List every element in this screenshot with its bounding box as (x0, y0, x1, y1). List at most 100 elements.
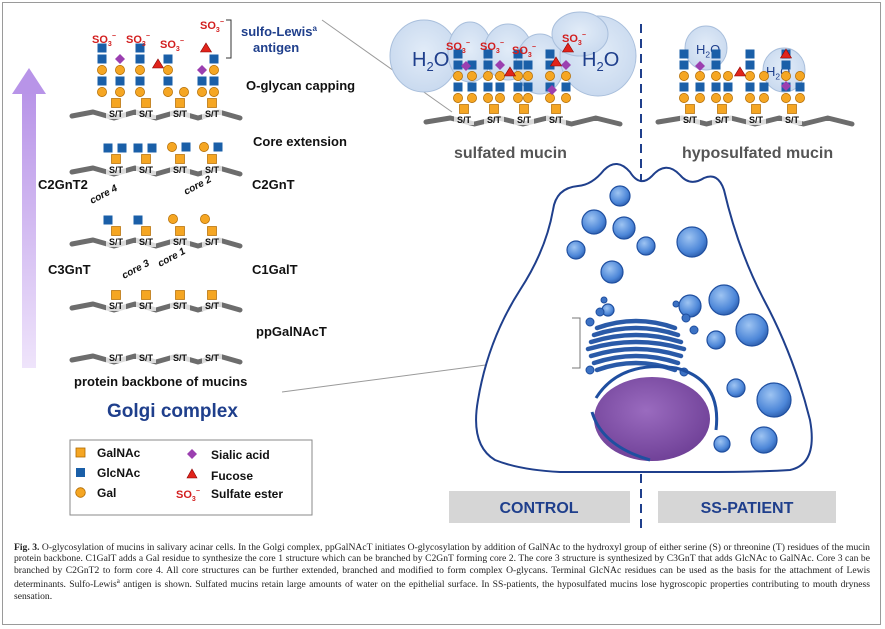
glcnac-residue (513, 49, 523, 59)
water-cloud (551, 11, 609, 57)
site-box (136, 353, 156, 363)
secretory-vesicle (600, 260, 624, 284)
legend: GalNAc GlcNAc Gal Sialic acid Fucose SO3… (69, 439, 313, 516)
site-box (136, 301, 156, 311)
fucose-residue (199, 42, 213, 53)
extension-label: Core extension (253, 134, 347, 149)
golgi-cisterna (591, 325, 681, 338)
glcnac-residue (513, 82, 523, 92)
gal-residue (795, 93, 805, 103)
glcnac-residue (147, 143, 157, 153)
secretory-vesicle (706, 330, 726, 350)
glcnac-residue (679, 82, 689, 92)
fucose-residue (151, 58, 165, 69)
glcnac-residue (561, 82, 571, 92)
glcnac-residue (545, 60, 555, 70)
site-box (106, 237, 126, 247)
glcnac-residue (795, 82, 805, 92)
gal-residue (723, 93, 733, 103)
site-box (202, 353, 222, 363)
galnac-residue (175, 98, 185, 108)
glycan-residues: SO3−SO3−SO3−SO3− (92, 19, 224, 300)
golgi-cisterna (588, 332, 684, 345)
site-label: S/T (109, 353, 124, 363)
glcnac-residue (745, 60, 755, 70)
gal-residue (483, 71, 493, 81)
glcnac-residue (495, 82, 505, 92)
galnac-residue (551, 104, 561, 114)
gal-residue (197, 87, 207, 97)
glcnac-residue (545, 49, 555, 59)
site-box (202, 165, 222, 175)
site-label: S/T (205, 301, 220, 311)
site-box (782, 115, 802, 125)
secretory-vesicle (678, 294, 702, 318)
glcnac-residue (163, 76, 173, 86)
site-box (202, 301, 222, 311)
secretory-vesicle (609, 185, 631, 207)
sialic-acid-residue (547, 85, 557, 95)
glcnac-residue (711, 60, 721, 70)
glcnac-residue (135, 54, 145, 64)
sulfo-lewis-bracket (226, 19, 232, 59)
backbone-label: protein backbone of mucins (74, 374, 247, 389)
glcnac-residue (723, 82, 733, 92)
site-box (136, 237, 156, 247)
galnac-residue (207, 98, 217, 108)
site-label: S/T (139, 165, 154, 175)
fucose-legend-icon (186, 468, 198, 479)
site-label: S/T (517, 115, 532, 125)
golgi-stack (585, 296, 699, 377)
secretory-vesicle (612, 216, 636, 240)
galnac-residue (141, 98, 151, 108)
galnac-residue (111, 226, 121, 236)
glcnac-residue (745, 49, 755, 59)
sulfate-ester-label: SO3− (160, 38, 184, 53)
hyposulfated-mucin-label: hyposulfated mucin (682, 145, 833, 162)
glcnac-residue (523, 82, 533, 92)
galnac-residue (459, 104, 469, 114)
gal-residue (711, 71, 721, 81)
site-label: S/T (109, 165, 124, 175)
water-clouds: H2OH2OH2OH2O (389, 11, 806, 97)
secretory-vesicle (756, 382, 792, 418)
gal-residue (115, 87, 125, 97)
glcnac-residue (679, 60, 689, 70)
sulfate-ester-label: SO3− (446, 40, 470, 55)
c1galt-label: C1GalT (252, 262, 298, 277)
glcnac-residue (695, 82, 705, 92)
glcnac-residue (453, 49, 463, 59)
sialic-acid-residue (695, 61, 705, 71)
galnac-residue (111, 154, 121, 164)
site-label: S/T (139, 301, 154, 311)
gal-residue (745, 71, 755, 81)
gal-residue (115, 65, 125, 75)
gal-residue (679, 71, 689, 81)
glcnac-residue (679, 49, 689, 59)
galnac-residue (175, 290, 185, 300)
sulfate-ester-label: SO3− (512, 44, 536, 59)
gal-residue (167, 142, 177, 152)
cell-outline (475, 163, 813, 473)
secretory-vesicle (566, 240, 586, 260)
site-box (170, 301, 190, 311)
patient-bar (658, 491, 836, 523)
glcnac-residue (135, 76, 145, 86)
glcnac-residue (133, 143, 143, 153)
glcnac-residue (181, 142, 191, 152)
site-box (170, 237, 190, 247)
secretory-vesicles (566, 185, 792, 454)
gal-residue (209, 87, 219, 97)
galnac-residue (111, 290, 121, 300)
galnac-residue (519, 104, 529, 114)
site-box (170, 109, 190, 119)
gal-residue (745, 93, 755, 103)
zoom-line-top (321, 19, 453, 113)
glcnac-residue (711, 49, 721, 59)
galnac-residue (207, 154, 217, 164)
site-box (106, 301, 126, 311)
site-label: S/T (457, 115, 472, 125)
glcnac-residue (781, 60, 791, 70)
